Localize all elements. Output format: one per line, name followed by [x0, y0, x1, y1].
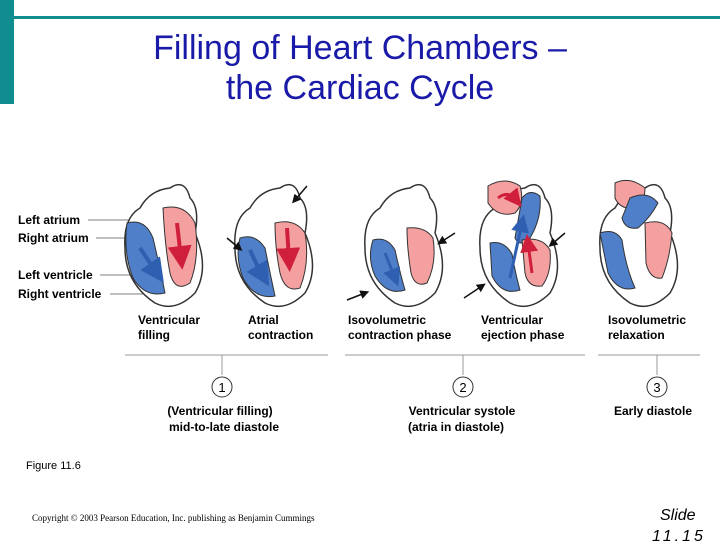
heart-ventricular-ejection [464, 181, 565, 306]
title-line-1: Filling of Heart Chambers – [60, 28, 660, 68]
stage-2-number: 2 [459, 380, 466, 395]
heart-isovolumetric-contraction [347, 185, 455, 307]
phase-4-line1: Ventricular [481, 313, 543, 327]
stage-1-line2: mid-to-late diastole [169, 420, 279, 434]
phase-1-line1: Ventricular [138, 313, 200, 327]
phase-3-line2: contraction phase [348, 328, 452, 342]
copyright-notice: Copyright © 2003 Pearson Education, Inc.… [32, 513, 315, 523]
stage-2-marker: 2 [453, 377, 473, 397]
figure-caption: Figure 11.6 [26, 460, 81, 472]
stage-1-number: 1 [218, 380, 225, 395]
phase-label-ventricular-ejection: Ventricular ejection phase [481, 313, 565, 342]
stage-1-marker: 1 [212, 377, 232, 397]
cardiac-cycle-diagram: Left atrium Right atrium Left ventricle … [0, 160, 720, 450]
label-left-ventricle: Left ventricle [18, 268, 93, 282]
phase-2-line2: contraction [248, 328, 313, 342]
phase-label-atrial-contraction: Atrial contraction [248, 313, 313, 342]
phase-label-isovolumetric-relaxation: Isovolumetric relaxation [608, 313, 686, 342]
label-right-atrium: Right atrium [18, 231, 89, 245]
stage-2-line1: Ventricular systole [409, 404, 516, 418]
heart-atrial-contraction [227, 185, 313, 307]
accent-bar [0, 0, 14, 104]
title-line-2: the Cardiac Cycle [60, 68, 660, 108]
stage-3-number: 3 [653, 380, 660, 395]
heart-ventricular-filling [125, 185, 203, 307]
phase-label-ventricular-filling: Ventricular filling [138, 313, 200, 342]
label-left-atrium: Left atrium [18, 213, 80, 227]
slide-number: 11.15 [652, 528, 706, 546]
phase-2-line1: Atrial [248, 313, 279, 327]
phase-4-line2: ejection phase [481, 328, 565, 342]
phase-label-isovolumetric-contraction: Isovolumetric contraction phase [348, 313, 452, 342]
heart-isovolumetric-relaxation [600, 180, 678, 306]
slide-title: Filling of Heart Chambers – the Cardiac … [60, 28, 660, 108]
phase-1-line2: filling [138, 328, 170, 342]
stage-2-line2: (atria in diastole) [408, 420, 504, 434]
phase-5-line1: Isovolumetric [608, 313, 686, 327]
slide-label: Slide [660, 507, 696, 525]
stage-3-marker: 3 [647, 377, 667, 397]
stage-3-line1: Early diastole [614, 404, 692, 418]
phase-3-line1: Isovolumetric [348, 313, 426, 327]
accent-line [14, 16, 720, 19]
label-right-ventricle: Right ventricle [18, 287, 102, 301]
phase-5-line2: relaxation [608, 328, 665, 342]
stage-1-line1: (Ventricular filling) [167, 404, 272, 418]
